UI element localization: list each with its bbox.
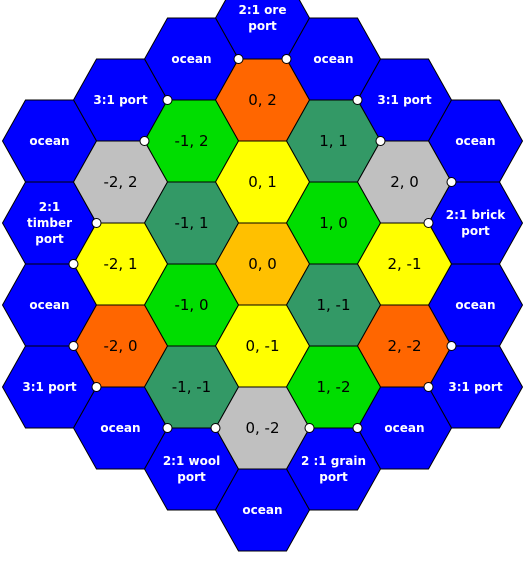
port-marker-3-1-top-right xyxy=(375,136,386,146)
ocean-tile: 3:1 port xyxy=(427,345,524,429)
port-marker-grain xyxy=(304,423,315,433)
port-marker-ore xyxy=(233,54,244,64)
ocean-tile-label: port xyxy=(319,470,348,484)
port-marker-wool xyxy=(162,423,173,433)
ocean-tile-label: port xyxy=(461,224,490,238)
ocean-tile-label: ocean xyxy=(384,421,424,435)
ocean-tile-label: 2:1 ore xyxy=(239,3,287,17)
tile-coordinate-label: 0, 2 xyxy=(248,91,277,109)
ocean-tile-label: 3:1 port xyxy=(377,93,431,107)
tile-coordinate-label: -1, 1 xyxy=(174,214,208,232)
tile-coordinate-label: 1, 0 xyxy=(319,214,348,232)
ocean-tile-label: ocean xyxy=(313,52,353,66)
tile-coordinate-label: -1, -1 xyxy=(172,378,211,396)
ocean-tile-label: 2:1 xyxy=(39,200,61,214)
ocean-tile-label: port xyxy=(248,19,277,33)
tile-coordinate-label: -1, 0 xyxy=(174,296,208,314)
pasture-tile: -1, 2 xyxy=(143,99,240,183)
land-tiles: 0, 2 -1, 2 1, 1 -2, 2 0, 1 2, 0 -1, 1 1, 0 -2, 1… xyxy=(72,58,453,470)
tile-coordinate-label: -1, 2 xyxy=(174,132,208,150)
ocean-tile-label: ocean xyxy=(100,421,140,435)
ocean-tile-label: ocean xyxy=(455,134,495,148)
port-marker-3-1-bottom-right xyxy=(423,382,434,392)
ocean-tile-label: timber xyxy=(27,216,72,230)
ocean-tile-label: 3:1 port xyxy=(448,380,502,394)
port-markers xyxy=(68,54,457,433)
port-marker-3-1-top-left xyxy=(139,136,150,146)
grain-tile: 0, -1 xyxy=(214,304,311,388)
port-marker-brick xyxy=(423,218,434,228)
port-marker-3-1-bottom-left xyxy=(91,382,102,392)
tile-coordinate-label: -2, 0 xyxy=(103,337,137,355)
tile-coordinate-label: 2, -2 xyxy=(387,337,421,355)
tile-coordinate-label: -2, 2 xyxy=(103,173,137,191)
ocean-tile: ocean xyxy=(1,99,98,183)
ocean-tile-label: ocean xyxy=(29,134,69,148)
tile-coordinate-label: 0, 0 xyxy=(248,255,277,273)
tile-coordinate-label: 0, 1 xyxy=(248,173,277,191)
tile-coordinate-label: -2, 1 xyxy=(103,255,137,273)
tile-coordinate-label: 0, -2 xyxy=(245,419,279,437)
ocean-ring: 2:1 ore port ocean ocean 3:1 port 3:1 port oce… xyxy=(1,0,524,552)
ocean-tile-label: 2:1 wool xyxy=(163,454,220,468)
port-marker-brick xyxy=(446,177,457,187)
port-marker-timber xyxy=(91,218,102,228)
tile-coordinate-label: 2, 0 xyxy=(390,173,419,191)
ocean-tile-label: ocean xyxy=(242,503,282,517)
port-marker-grain xyxy=(352,423,363,433)
ocean-tile: 2:1 wool port xyxy=(143,427,240,511)
ocean-tile: 2 :1 grain port xyxy=(285,427,382,511)
tile-coordinate-label: 0, -1 xyxy=(245,337,279,355)
ocean-tile-label: ocean xyxy=(171,52,211,66)
grain-tile: -2, 1 xyxy=(72,222,169,306)
ocean-tile-label: 2 :1 grain xyxy=(301,454,366,468)
port-marker-wool xyxy=(210,423,221,433)
ocean-tile-label: 2:1 brick xyxy=(446,208,506,222)
ocean-tile: ocean xyxy=(143,17,240,101)
ocean-tile-label: ocean xyxy=(29,298,69,312)
port-marker-3-1-bottom-left xyxy=(68,341,79,351)
ocean-tile: 2:1 brick port xyxy=(427,181,524,265)
tile-coordinate-label: 1, -1 xyxy=(316,296,350,314)
tile-coordinate-label: 2, -1 xyxy=(387,255,421,273)
ocean-tile-label: port xyxy=(177,470,206,484)
tile-coordinate-label: 1, -2 xyxy=(316,378,350,396)
port-marker-ore xyxy=(281,54,292,64)
forest-tile: -1, -1 xyxy=(143,345,240,429)
port-marker-3-1-top-right xyxy=(352,95,363,105)
ocean-tile-label: 3:1 port xyxy=(22,380,76,394)
port-marker-timber xyxy=(68,259,79,269)
ocean-tile: ocean xyxy=(214,468,311,552)
ore-tile: 2, -2 xyxy=(356,304,453,388)
ocean-tile-label: 3:1 port xyxy=(93,93,147,107)
ocean-tile-label: port xyxy=(35,232,64,246)
pasture-tile: 1, -2 xyxy=(285,345,382,429)
port-marker-3-1-top-left xyxy=(162,95,173,105)
ocean-tile-label: ocean xyxy=(455,298,495,312)
port-marker-3-1-bottom-right xyxy=(446,341,457,351)
tile-coordinate-label: 1, 1 xyxy=(319,132,348,150)
